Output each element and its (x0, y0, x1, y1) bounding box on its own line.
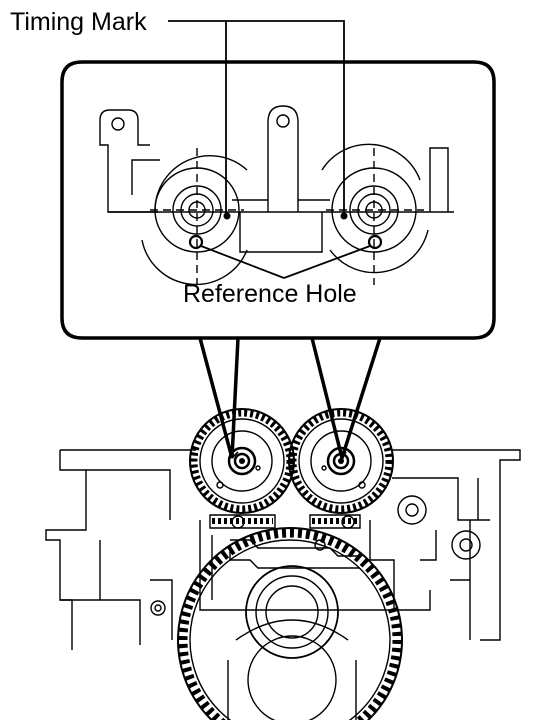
timing-mark-label: Timing Mark (10, 8, 147, 36)
magnified-housing (99, 105, 454, 253)
camshaft-gear-right (288, 408, 394, 514)
reference-hole-left (188, 234, 204, 250)
reference-hole-label: Reference Hole (183, 280, 357, 308)
intermediate-gears (209, 514, 361, 529)
crankshaft-gear (177, 527, 403, 720)
engine-block (45, 449, 521, 650)
timing-mark-right (340, 212, 348, 220)
callout-box (60, 60, 496, 340)
timing-mark-left (223, 212, 231, 220)
reference-hole-right (367, 234, 383, 250)
reference-hole-leader-lines (200, 245, 371, 279)
magnified-right-gear (321, 143, 429, 285)
magnified-left-gear (141, 148, 248, 286)
camshaft-gear-left (189, 408, 295, 514)
gear-pointer-lines (231, 451, 347, 459)
timing-mark-leader-lines (168, 20, 345, 214)
